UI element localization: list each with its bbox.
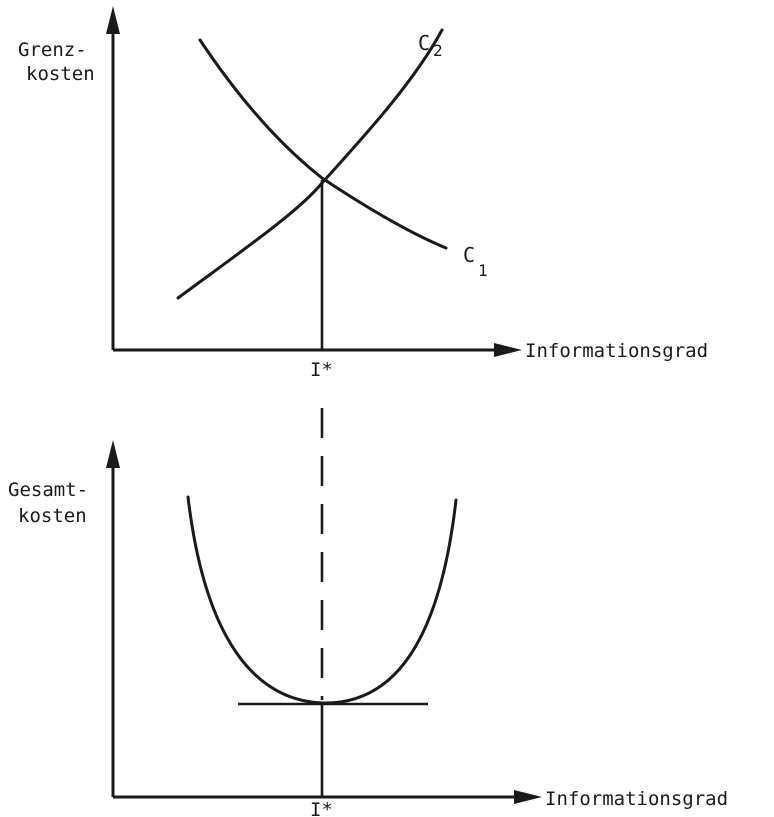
y-axis-top-arrowhead	[106, 6, 120, 34]
curve-c1-letter: C	[463, 243, 475, 267]
x-axis-top-arrowhead	[494, 343, 522, 357]
y-axis-bottom-label-line1: Gesamt-	[8, 479, 88, 501]
curve-c2-subscript: 2	[433, 41, 443, 60]
curve-c2-letter: C	[418, 31, 430, 55]
y-axis-bottom-label-line2: kosten	[18, 505, 87, 527]
curve-c1-label: C1	[463, 243, 488, 280]
total-cost-panel: Gesamt- kosten Informationsgrad I*	[8, 440, 728, 817]
y-axis-top-label-line2: kosten	[26, 63, 95, 85]
y-axis-top-label-line1: Grenz-	[18, 39, 87, 61]
x-axis-top-label: Informationsgrad	[525, 340, 708, 362]
y-axis-bottom-arrowhead	[106, 440, 120, 468]
optimum-label-bottom: I*	[310, 799, 333, 817]
curve-c2-increasing	[176, 28, 444, 300]
x-axis-bottom-arrowhead	[514, 790, 542, 804]
curve-c1-subscript: 1	[478, 261, 488, 280]
curve-c1-decreasing	[198, 38, 448, 250]
optimum-label-top: I*	[310, 359, 333, 381]
x-axis-bottom-label: Informationsgrad	[545, 788, 728, 810]
